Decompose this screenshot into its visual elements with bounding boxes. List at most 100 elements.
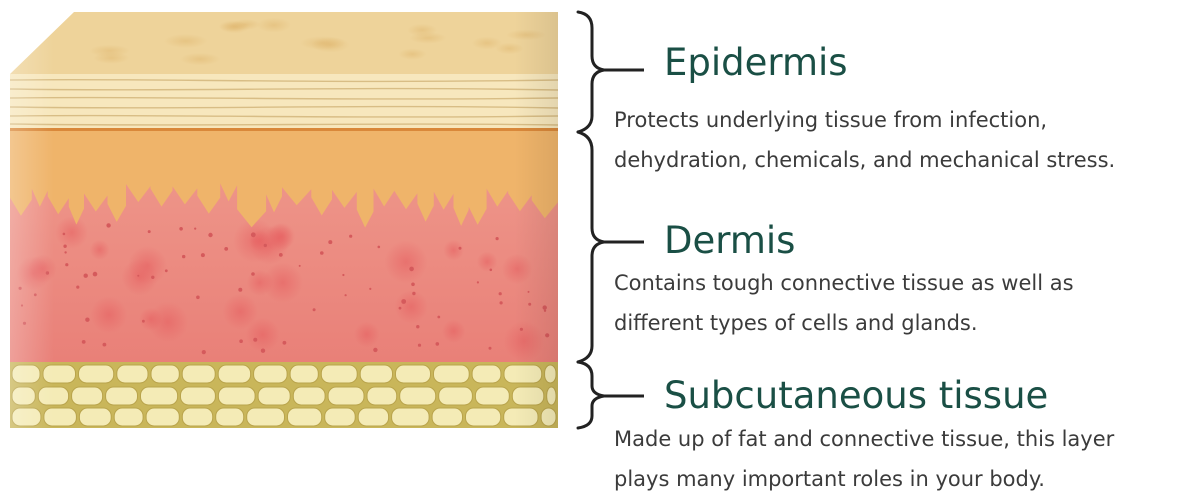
surface-texture-spot (220, 21, 250, 33)
dermis-speckle (411, 283, 415, 287)
fat-cell (358, 408, 388, 426)
dermis-speckle (182, 255, 185, 258)
dermis-speckle (528, 291, 530, 293)
dermis-blob (55, 216, 88, 249)
fat-cell (44, 408, 77, 426)
fat-cell (328, 387, 364, 405)
dermis-speckle (19, 287, 22, 290)
fat-cell (512, 387, 544, 405)
fat-cell (181, 387, 216, 405)
dermis-speckle (85, 318, 89, 322)
dermis-speckle (437, 316, 440, 319)
dermis-blob (477, 251, 498, 272)
dermis-speckle (369, 288, 371, 290)
dermis-blob (17, 256, 51, 290)
fat-cell (218, 365, 250, 383)
fat-cell (151, 365, 179, 383)
dermis-speckle (500, 301, 503, 304)
dermis-speckle (93, 272, 98, 277)
dermis-speckle (490, 269, 493, 272)
epidermis-description-line-1: Protects underlying tissue from infectio… (614, 100, 1115, 140)
fat-cell (360, 365, 392, 383)
epidermis-title: Epidermis (664, 43, 848, 83)
subcutaneous-description-line-1: Made up of fat and connective tissue, th… (614, 419, 1114, 459)
fat-cell (254, 365, 288, 383)
surface-texture-spot (164, 34, 208, 48)
dermis-speckle (165, 269, 168, 272)
epidermis-description-line-2: dehydration, chemicals, and mechanical s… (614, 140, 1115, 180)
dermis-speckle (76, 286, 79, 289)
dermis-speckle (412, 292, 415, 295)
fat-cell (392, 408, 430, 426)
dermis-speckle (544, 310, 546, 312)
dermis-speckle (253, 338, 257, 342)
dermis-speckle (328, 240, 332, 244)
dermis-speckle (238, 288, 242, 292)
dermis-speckle (137, 275, 139, 277)
fat-cell (504, 408, 538, 426)
dermis-blob (128, 246, 167, 285)
surface-texture-spot (398, 48, 426, 59)
surface-texture-spot (300, 36, 346, 50)
dermis-blob (502, 254, 533, 285)
dermis-speckle (436, 342, 440, 346)
epidermis-bracket (578, 12, 604, 132)
dermis-speckle (320, 251, 324, 255)
subcutaneous-title: Subcutaneous tissue (664, 376, 1048, 416)
dermis-title: Dermis (664, 221, 795, 261)
dermis-speckle (543, 305, 547, 309)
fat-cell (547, 387, 556, 405)
dermis-speckle (299, 265, 301, 267)
fat-cell (79, 408, 111, 426)
fat-cell (321, 365, 357, 383)
fat-cell (114, 408, 143, 426)
epidermis-stratum-band (10, 74, 558, 130)
dermis-speckle (261, 349, 265, 353)
dermis-blob (148, 302, 189, 343)
surface-texture-spot (472, 37, 502, 50)
dermis-speckle (63, 245, 66, 248)
dermis-blob (246, 318, 280, 352)
fat-cell (545, 365, 556, 383)
dermis-description-line-1: Contains tough connective tissue as well… (614, 263, 1074, 303)
epidermis-basal-line (10, 128, 558, 131)
dermis-speckle (349, 235, 352, 238)
dermis-speckle (418, 344, 421, 347)
dermis-speckle (251, 272, 255, 276)
dermis-speckle (373, 348, 377, 352)
fat-cell (325, 408, 356, 426)
fat-cell (434, 365, 470, 383)
dermis-blob (90, 240, 110, 260)
dermis-speckle (251, 232, 256, 237)
fat-cell (432, 408, 462, 426)
subcutaneous-bracket (578, 362, 604, 428)
dermis-speckle (82, 340, 86, 344)
fat-cell (475, 387, 509, 405)
fat-cell (117, 365, 148, 383)
dermis-blob (354, 322, 380, 348)
dermis-speckle (378, 246, 381, 249)
dermis-speckle (283, 341, 287, 345)
fat-cell (400, 387, 436, 405)
dermis-speckle (342, 274, 344, 276)
dermis-blob (247, 270, 273, 296)
fat-cell (38, 387, 68, 405)
dermis-speckle (459, 247, 462, 250)
dermis-speckle (399, 307, 402, 310)
dermis-speckle (202, 350, 206, 354)
fat-cell (12, 387, 35, 405)
dermis-speckle (528, 303, 531, 306)
dermis-speckle (103, 343, 107, 347)
dermis-speckle (201, 253, 205, 257)
dermis-speckle (64, 251, 66, 253)
fat-cell (72, 387, 103, 405)
dermis-speckle (63, 233, 66, 236)
surface-texture-spot (257, 18, 291, 33)
dermis-speckle (264, 244, 267, 247)
subcutaneous-description: Made up of fat and connective tissue, th… (614, 419, 1114, 499)
dermis-speckle (196, 296, 200, 300)
dermis-speckle (148, 230, 151, 233)
dermis-description-line-2: different types of cells and glands. (614, 303, 1074, 343)
dermis-speckle (313, 308, 316, 311)
dermis-blob (90, 296, 127, 333)
